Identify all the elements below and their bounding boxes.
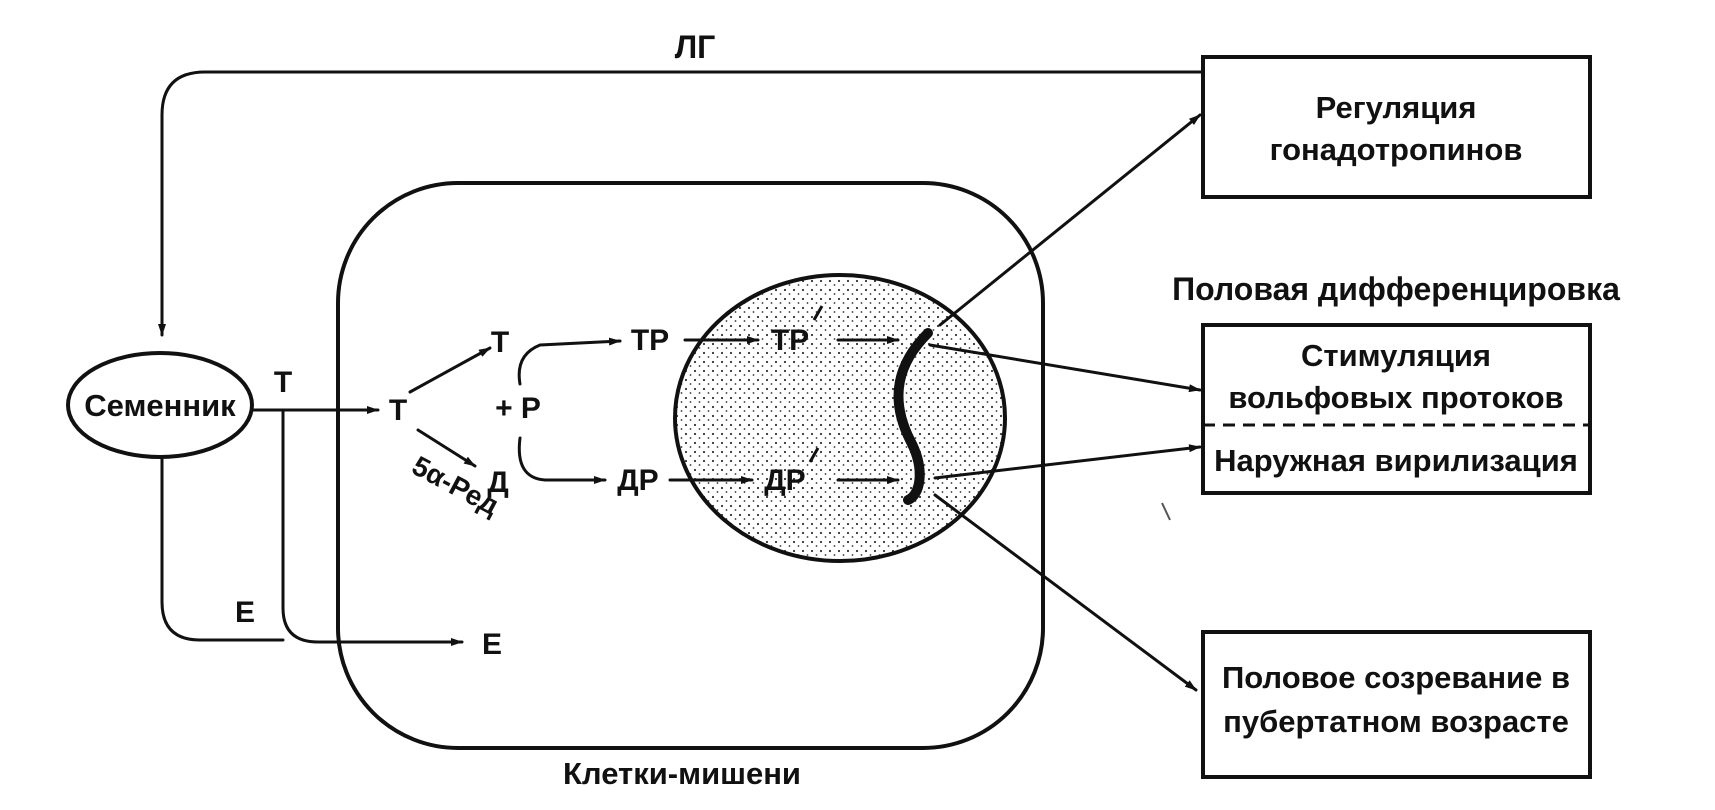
receptor-curve-bottom <box>517 436 607 484</box>
sex-differentiation-box <box>1201 323 1592 495</box>
nucleus <box>673 273 1007 563</box>
arrow-to-wolffian-stimulation <box>928 343 1202 393</box>
puberty-line1: Половое созревание в <box>1222 660 1570 695</box>
stray-mark <box>1161 502 1171 521</box>
gonadotropin-regulation-box <box>1201 55 1592 199</box>
dr-activated-mark <box>808 447 820 463</box>
dr-activated-label: ДР <box>764 464 805 497</box>
sex-differentiation-header: Половая дифференцировка <box>1172 271 1620 307</box>
lh-label: ЛГ <box>675 29 716 65</box>
lh-feedback-line <box>158 70 1204 337</box>
tr-activated-mark <box>812 305 824 321</box>
arrow-to-gonadotropin-regulation <box>938 113 1202 327</box>
estrogen-left-label: Е <box>235 596 255 629</box>
receptor-curve-top <box>517 337 622 386</box>
testosterone-output-label: Т <box>274 366 292 399</box>
testosterone-to-estrogen-line <box>281 408 464 646</box>
receptor-label: + Р <box>495 392 541 425</box>
chromatin-strand <box>893 328 933 505</box>
t-to-t-arrow <box>408 346 492 394</box>
dihydrotestosterone-label: Д <box>487 466 508 499</box>
testis-node <box>66 351 254 459</box>
testis-label: Семенник <box>84 388 236 423</box>
arrow-to-puberty <box>933 493 1198 692</box>
testosterone-intracellular-label: Т <box>389 394 407 427</box>
puberty-line2: пубертатном возрасте <box>1223 704 1569 739</box>
arrow-to-virilization <box>933 444 1202 480</box>
virilization-text: Наружная вирилизация <box>1214 443 1578 478</box>
tr-activated-label: ТР <box>771 324 809 357</box>
gonadotropin-regulation-line1: Регуляция <box>1316 90 1477 125</box>
target-cells-label: Клетки-мишени <box>563 756 801 791</box>
dr-complex-label: ДР <box>617 464 658 497</box>
wolffian-line2: вольфовых протоков <box>1228 380 1563 415</box>
estrogen-right-label: Е <box>482 628 502 661</box>
gonadotropin-regulation-line2: гонадотропинов <box>1270 132 1523 167</box>
puberty-box <box>1201 630 1592 779</box>
wolffian-line1: Стимуляция <box>1301 338 1491 373</box>
reductase-label: 5α-Ред <box>407 450 504 521</box>
testosterone-top-label: Т <box>491 326 509 359</box>
testis-estrogen-line <box>160 455 285 642</box>
tr-complex-label: ТР <box>631 324 669 357</box>
t-to-d-arrow <box>416 428 477 468</box>
